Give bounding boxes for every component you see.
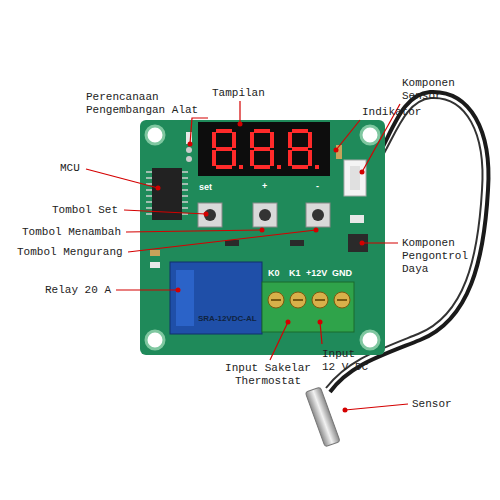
callout-label: Tombol Set (52, 204, 118, 217)
callout-label: Input Sakelar Thermostat (212, 362, 324, 388)
relay-marking: SRA-12VDC-AL (198, 314, 257, 323)
terminal-pin-name: +12V (306, 268, 327, 278)
callout-label: Indikator (362, 106, 421, 119)
callout-label: MCU (60, 162, 80, 175)
callout-label: Perencanaan Pengembangan Alat (86, 91, 206, 117)
silkscreen-text: - (316, 181, 319, 191)
silkscreen-text: set (199, 182, 212, 192)
callout-label: Komponen Pengontrol Daya (402, 237, 494, 276)
terminal-pin-name: K0 (268, 268, 280, 278)
callout-label: Relay 20 A (45, 284, 111, 297)
callout-label: Tombol Menambah (22, 226, 121, 239)
callout-label: Sensor (412, 398, 452, 411)
terminal-pin-name: GND (332, 268, 352, 278)
terminal-pin-name: K1 (289, 268, 301, 278)
callout-label: Tampilan (212, 87, 265, 100)
callout-label: Input 12 V DC (322, 348, 374, 374)
callout-label: Komponen Sensor (402, 77, 480, 103)
callout-label: Tombol Mengurang (17, 246, 123, 259)
silkscreen-text: + (262, 181, 267, 191)
